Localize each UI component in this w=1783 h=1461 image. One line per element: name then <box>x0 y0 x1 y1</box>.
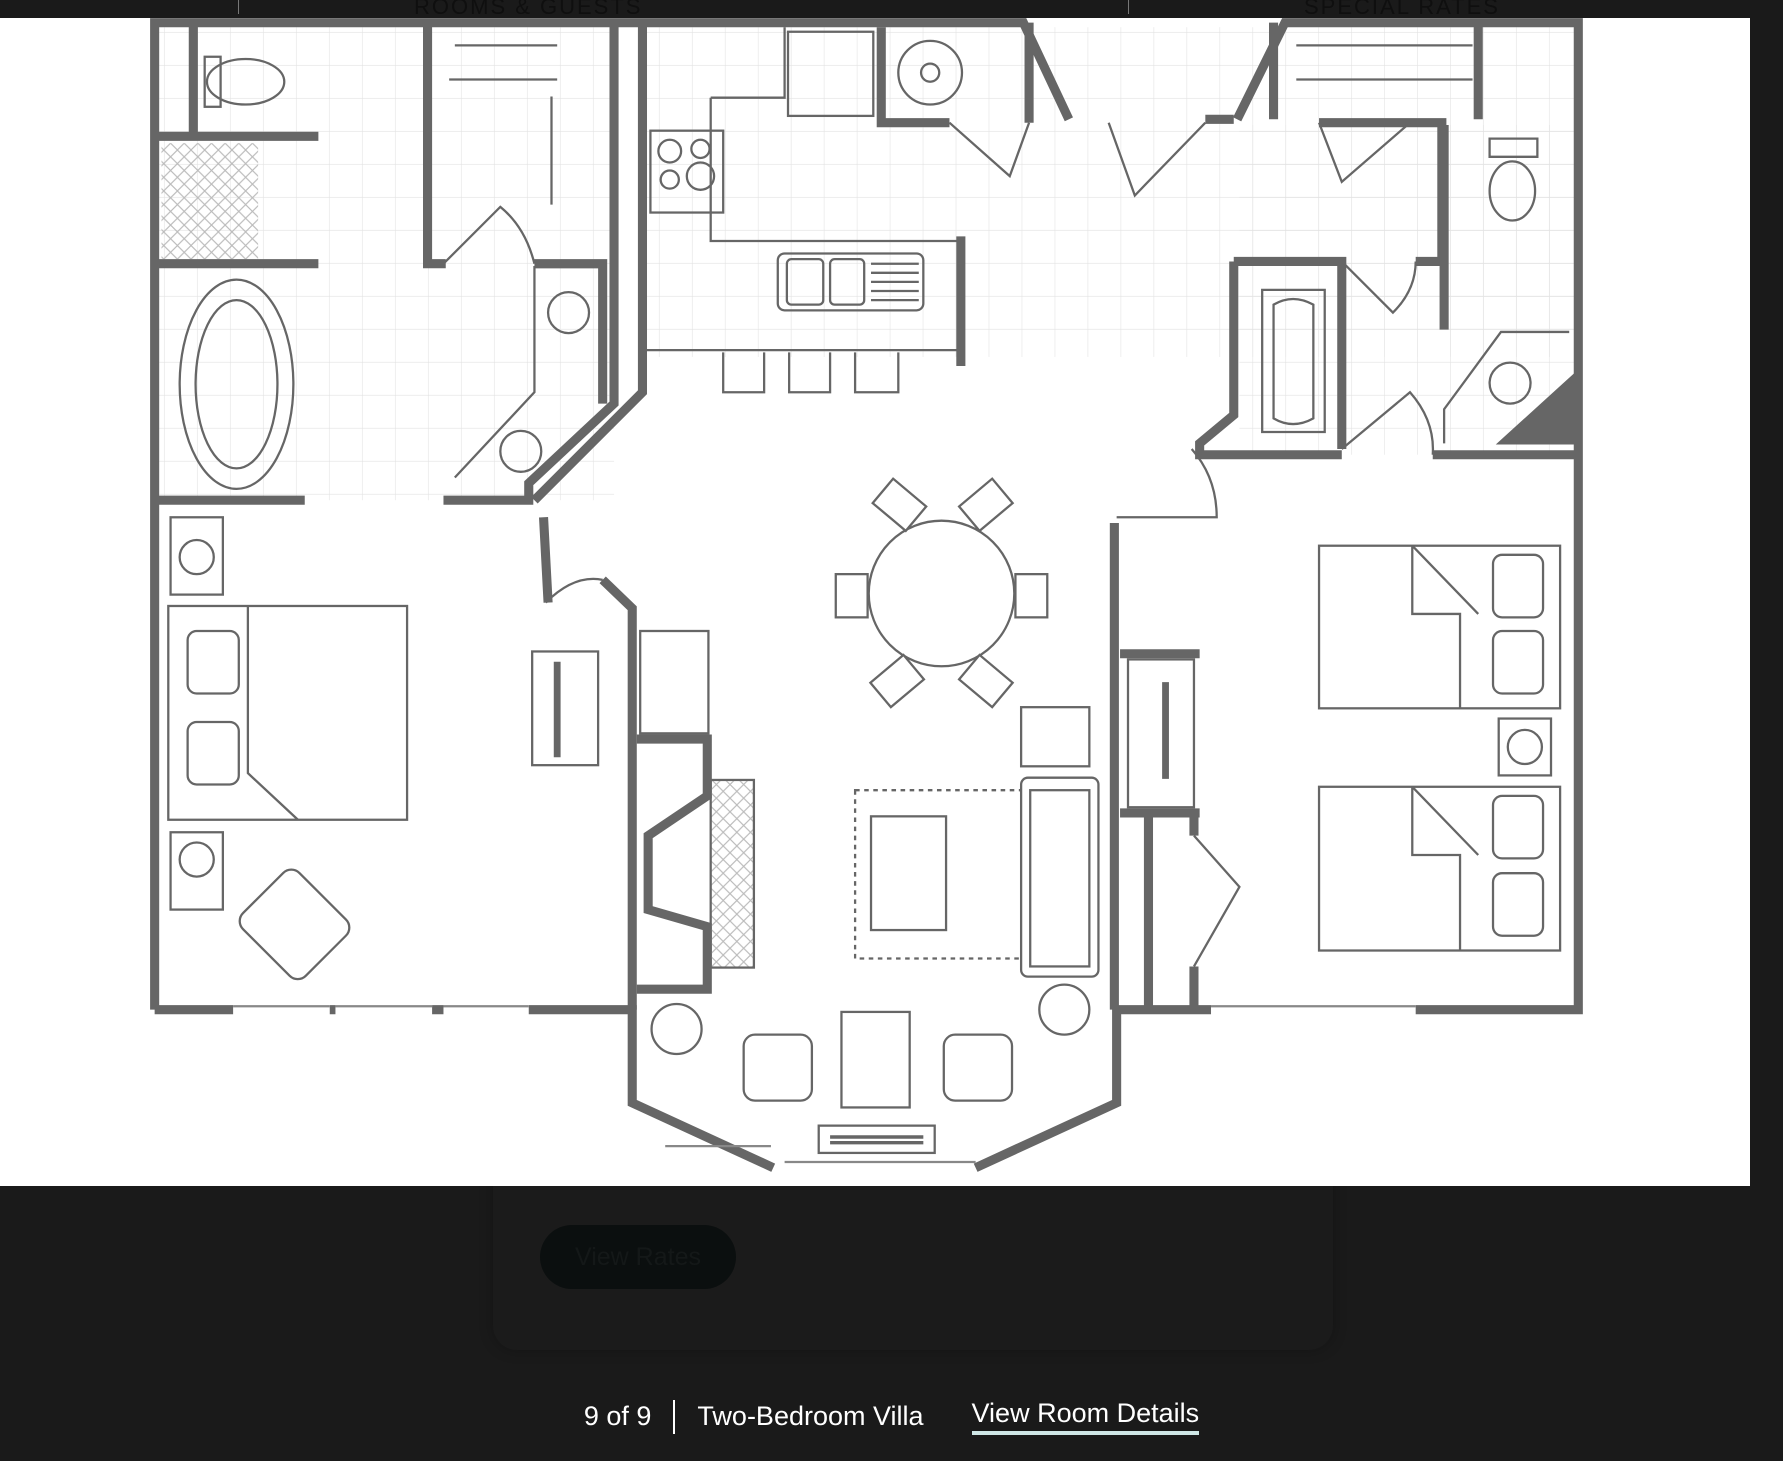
door-swings <box>442 121 1435 968</box>
kitchen <box>645 27 964 394</box>
floor-plan-drawing <box>150 18 1583 1172</box>
bedrooms <box>167 516 1562 981</box>
living-area <box>531 629 1196 1155</box>
floor-plan-image <box>0 18 1750 1186</box>
booking-bar: ROOMS & GUESTS SPECIAL RATES <box>0 0 1783 19</box>
gallery-caption: 9 of 9 Two-Bedroom Villa View Room Detai… <box>0 1398 1783 1435</box>
divider <box>1128 0 1129 14</box>
special-rates-tab[interactable]: SPECIAL RATES <box>1304 0 1500 19</box>
room-name: Two-Bedroom Villa <box>697 1401 924 1431</box>
view-rates-button[interactable]: View Rates <box>540 1225 736 1289</box>
dining-table <box>834 477 1049 709</box>
view-room-details-link[interactable]: View Room Details <box>971 1398 1200 1435</box>
slide-counter: 9 of 9 <box>583 1401 652 1431</box>
caption-divider <box>673 1399 676 1434</box>
windows <box>233 1005 1416 1164</box>
rooms-guests-tab[interactable]: ROOMS & GUESTS <box>414 0 643 19</box>
bathrooms <box>178 44 1575 490</box>
divider <box>238 0 239 14</box>
